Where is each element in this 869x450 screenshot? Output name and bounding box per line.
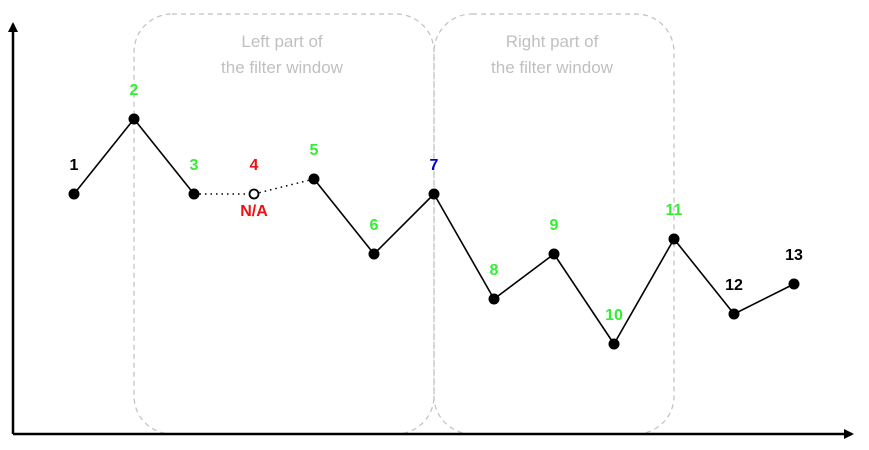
series-segment-9-10 (553, 253, 615, 345)
point-label-6: 6 (370, 217, 379, 234)
point-label-2: 2 (130, 82, 139, 99)
right-window-label-line1: Right part of (506, 32, 599, 51)
point-marker-7 (428, 188, 440, 200)
missing-value-note: N/A (240, 203, 268, 220)
point-label-9: 9 (550, 217, 559, 234)
point-marker-11 (668, 233, 680, 245)
point-marker-4 (248, 188, 260, 200)
series-segment-6-7 (373, 193, 435, 255)
series-segment-10-11 (613, 238, 675, 345)
series-segment-2-3 (133, 118, 195, 195)
right-window-label-line2: the filter window (491, 58, 614, 77)
series-segment-12-13 (733, 283, 795, 315)
series-segment-11-12 (673, 238, 735, 315)
point-label-12: 12 (725, 277, 743, 294)
point-label-7: 7 (430, 157, 439, 174)
point-marker-10 (608, 338, 620, 350)
series-segment-5-6 (313, 178, 375, 255)
point-marker-3 (188, 188, 200, 200)
point-marker-1 (68, 188, 80, 200)
point-label-3: 3 (190, 157, 199, 174)
point-label-11: 11 (666, 202, 683, 219)
point-marker-12 (728, 308, 740, 320)
point-marker-13 (788, 278, 800, 290)
series-segments (73, 118, 795, 345)
point-label-13: 13 (785, 247, 803, 264)
series-segment-1-2 (73, 118, 135, 195)
series-markers (68, 113, 800, 350)
point-marker-9 (548, 248, 560, 260)
left-filter-window (133, 13, 435, 435)
point-label-4: 4 (250, 157, 259, 174)
point-marker-6 (368, 248, 380, 260)
series-segment-8-9 (493, 253, 555, 300)
series-segment-7-8 (433, 193, 495, 300)
point-label-1: 1 (70, 157, 79, 174)
point-label-8: 8 (490, 262, 499, 279)
point-marker-2 (128, 113, 140, 125)
point-label-5: 5 (310, 142, 319, 159)
point-label-10: 10 (605, 307, 623, 324)
left-window-label-line1: Left part of (241, 32, 323, 51)
series-segment-4-5 (253, 178, 315, 195)
right-filter-window (433, 13, 675, 435)
point-marker-5 (308, 173, 320, 185)
left-window-label-line2: the filter window (221, 58, 344, 77)
point-marker-8 (488, 293, 500, 305)
